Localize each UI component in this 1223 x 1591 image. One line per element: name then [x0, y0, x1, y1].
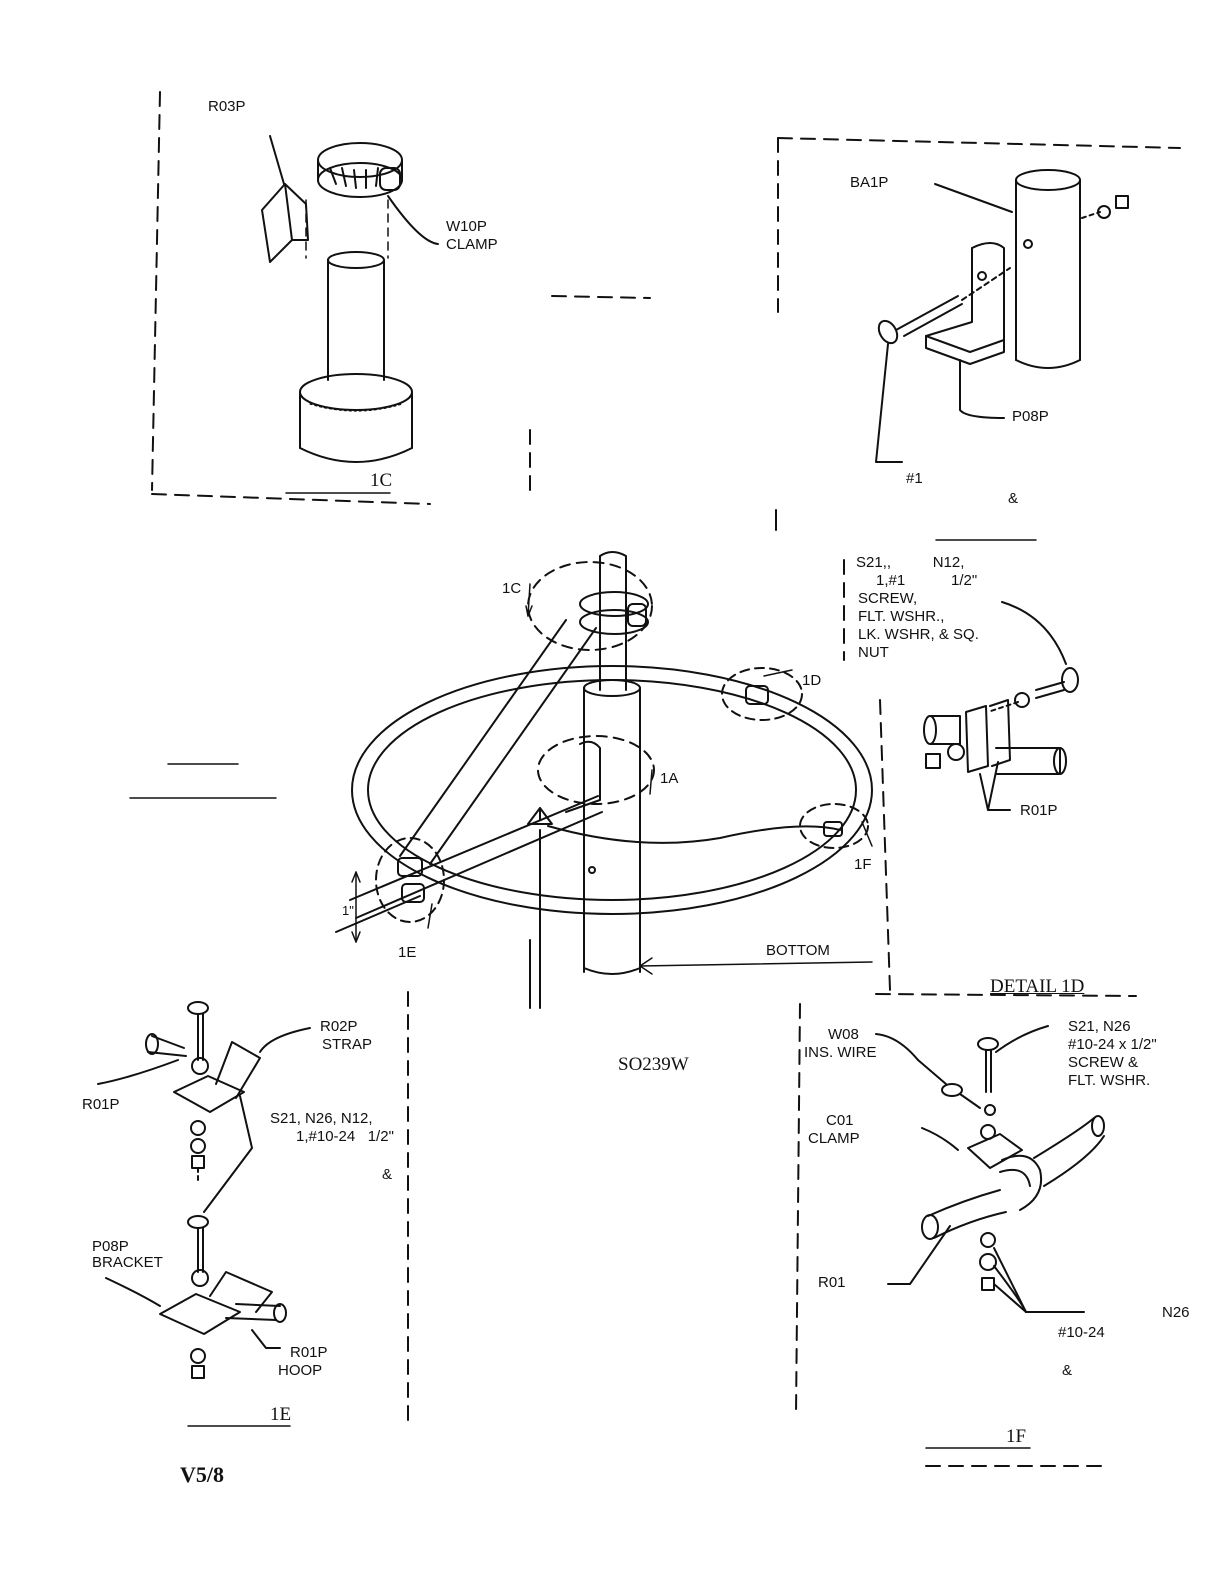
callout-1f: 1F	[854, 856, 872, 873]
detail-1f-frame	[795, 1003, 1111, 1467]
label-r01p-1e: R01P	[82, 1096, 120, 1113]
label-1d-line4: FLT. WSHR.,	[858, 608, 945, 625]
label-1e-hw1: S21, N26, N12,	[270, 1110, 373, 1127]
label-amp-1f: &	[1062, 1362, 1073, 1379]
insulated-wire	[547, 825, 841, 844]
label-w10p: W10P	[446, 218, 487, 235]
label-so239w: SO239W	[618, 1054, 689, 1075]
label-1f-hw4: FLT. WSHR.	[1068, 1072, 1151, 1089]
p08p-bracket	[925, 242, 1005, 419]
label-1e-hw2: 1,#10-24 1/2"	[296, 1128, 394, 1145]
label-hoop: HOOP	[278, 1362, 323, 1379]
detail-1c-frame	[151, 91, 651, 505]
radial-braces	[335, 619, 603, 933]
label-1d-line5: LK. WSHR, & SQ.	[858, 626, 979, 643]
detail-1e-lower	[105, 1215, 287, 1379]
detail-1d-hardware	[923, 601, 1079, 811]
label-r02p: R02P	[320, 1018, 358, 1035]
caption-1d: DETAIL 1D	[990, 976, 1085, 997]
callout-ring-1e	[375, 837, 445, 923]
r03p-clip	[261, 135, 309, 263]
callout-1e: 1E	[398, 944, 417, 961]
label-r03p: R03P	[208, 98, 246, 115]
dim-1in	[351, 871, 361, 943]
dim-1in-label: 1"	[342, 903, 354, 918]
main-bracket-1a	[565, 740, 601, 813]
callout-ring-1d	[721, 667, 803, 721]
hoop-ring	[351, 665, 873, 915]
hardware-1a	[1081, 195, 1129, 219]
label-c01: C01	[826, 1112, 854, 1129]
detail-1a-frame	[777, 137, 1181, 313]
ba1p-pipe	[934, 169, 1081, 369]
label-amp-1e: &	[382, 1166, 393, 1183]
version-label: V5/8	[180, 1462, 224, 1487]
so239-connector	[527, 807, 553, 1009]
main-mast	[583, 551, 641, 975]
label-1d-line6: NUT	[858, 644, 889, 661]
caption-1e: 1E	[270, 1404, 292, 1425]
label-screw-no1: #1	[906, 470, 923, 487]
w10p-hose-clamp	[317, 142, 439, 245]
caption-1c: 1C	[370, 470, 393, 491]
callout-ring-1c	[527, 561, 653, 651]
caption-1f: 1F	[1006, 1426, 1027, 1447]
main-junction-1e	[397, 857, 425, 903]
label-clamp-1f: CLAMP	[808, 1130, 860, 1147]
label-r01-1f: R01	[818, 1274, 846, 1291]
label-1d-line3: SCREW,	[858, 590, 918, 607]
label-p08p-1e: P08P	[92, 1238, 129, 1255]
label-1d-line1: S21,, N12,	[856, 554, 965, 571]
label-r01p-hoop: R01P	[290, 1344, 328, 1361]
callout-1c: 1C	[502, 580, 522, 597]
detail-1e-upper	[97, 1001, 311, 1213]
long-screw-1a	[875, 267, 1011, 463]
label-w08: W08	[828, 1026, 859, 1043]
label-bracket: BRACKET	[92, 1254, 163, 1271]
label-strap: STRAP	[322, 1036, 373, 1053]
label-1f-hw1: S21, N26	[1068, 1018, 1131, 1035]
label-clamp: CLAMP	[446, 236, 498, 253]
label-ins-wire: INS. WIRE	[804, 1044, 877, 1061]
label-amp-1a: &	[1008, 490, 1019, 507]
label-n26: N26	[1162, 1304, 1190, 1321]
label-ba1p: BA1P	[850, 174, 889, 191]
label-p08p: P08P	[1012, 408, 1049, 425]
label-1f-hw3: SCREW &	[1068, 1054, 1139, 1071]
mast-tube-1c	[299, 251, 413, 463]
callout-ring-1f	[799, 803, 869, 849]
detail-1f-hardware	[875, 1025, 1105, 1313]
label-r01p-1d: R01P	[1020, 802, 1058, 819]
main-hose-clamp	[579, 591, 649, 635]
callout-1d: 1D	[802, 672, 822, 689]
callout-ring-1a	[537, 735, 655, 805]
callout-1a: 1A	[660, 770, 679, 787]
label-nut-size: #10-24	[1058, 1324, 1105, 1341]
label-bottom: BOTTOM	[766, 942, 830, 959]
label-1d-line2: 1,#1 1/2"	[876, 572, 978, 589]
label-1f-hw2: #10-24 x 1/2"	[1068, 1036, 1157, 1053]
